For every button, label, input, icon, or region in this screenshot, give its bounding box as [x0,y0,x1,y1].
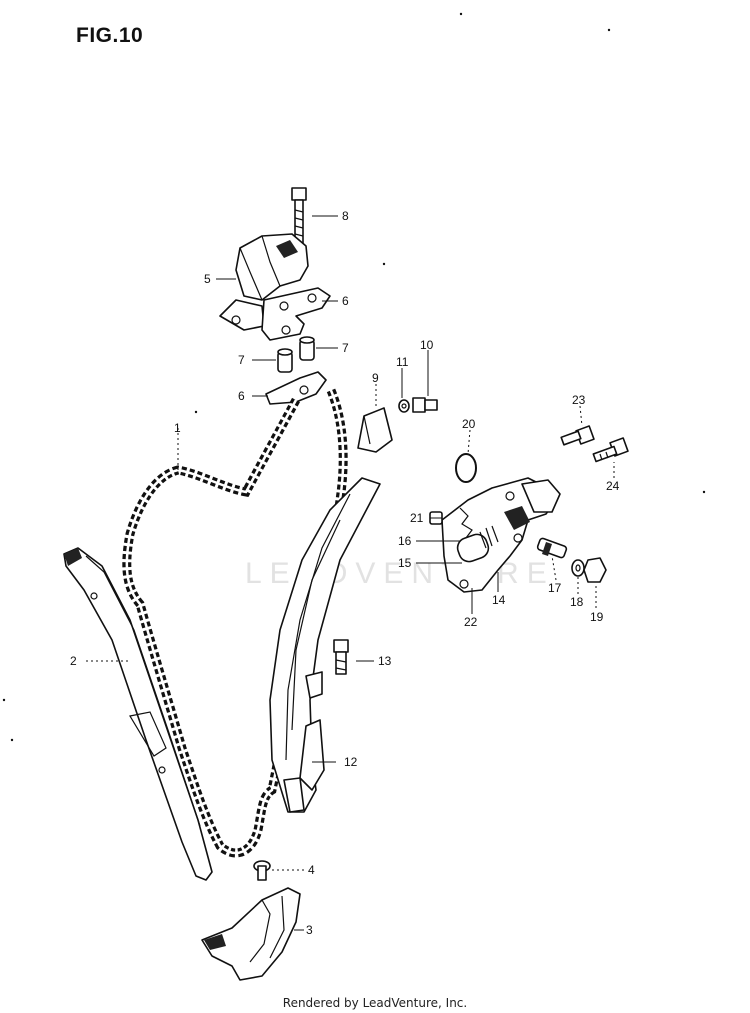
part-15-plunger[interactable] [455,525,499,564]
part-12-tensioner-guide[interactable] [269,477,381,813]
leader-lines [86,215,615,931]
part-4-screw[interactable] [253,860,271,881]
part-7-spacers[interactable] [277,336,315,373]
part-14-tensioner-body[interactable] [441,477,561,593]
part-13-bolt[interactable] [333,639,349,675]
callout-19: 19 [590,610,604,624]
callout-6a: 6 [342,294,349,308]
callout-1: 1 [174,421,181,435]
callout-8: 8 [342,209,349,223]
callout-10: 10 [420,338,434,352]
part-2-rear-chain-guide[interactable] [63,547,213,881]
part-20-o-ring[interactable] [455,453,477,483]
callout-4: 4 [308,863,315,877]
callout-5: 5 [204,272,211,286]
part-17-rod[interactable] [536,537,568,559]
footer-credit: Rendered by LeadVenture, Inc. [282,996,468,1010]
part-10-bolt[interactable] [412,397,438,413]
part-11-washer[interactable] [398,399,410,413]
part-8-bolt[interactable] [291,187,307,245]
part-6-lower-plate[interactable] [265,371,327,405]
part-9-damper[interactable] [357,407,393,453]
callout-11: 11 [396,355,409,369]
callout-20: 20 [462,417,476,431]
callout-2: 2 [70,654,77,668]
callout-12: 12 [344,755,358,769]
callout-13: 13 [378,654,392,668]
callouts: 1 2 3 4 5 6 6 7 7 8 9 10 11 12 13 14 15 … [70,209,620,937]
callout-23: 23 [572,393,586,407]
part-24-bolt[interactable] [592,437,629,463]
callout-21: 21 [410,511,424,525]
part-23-bolt[interactable] [560,425,595,446]
callout-3: 3 [306,923,313,937]
part-3-lower-guide[interactable] [201,887,301,981]
callout-16: 16 [398,534,412,548]
callout-7a: 7 [238,353,245,367]
part-19-nut[interactable] [583,557,607,583]
part-18-washer[interactable] [571,559,585,577]
callout-9: 9 [372,371,379,385]
callout-6b: 6 [238,389,245,403]
part-6-upper-plate[interactable] [261,287,331,341]
callout-7b: 7 [342,341,349,355]
callout-17: 17 [548,581,562,595]
part-5-chain-guide-cap[interactable] [219,233,309,331]
callout-22: 22 [464,615,478,629]
callout-18: 18 [570,595,584,609]
figure-title: FIG.10 [76,24,144,47]
callout-14: 14 [492,593,506,607]
scan-specks [2,12,706,742]
callout-15: 15 [398,556,412,570]
callout-24: 24 [606,479,620,493]
